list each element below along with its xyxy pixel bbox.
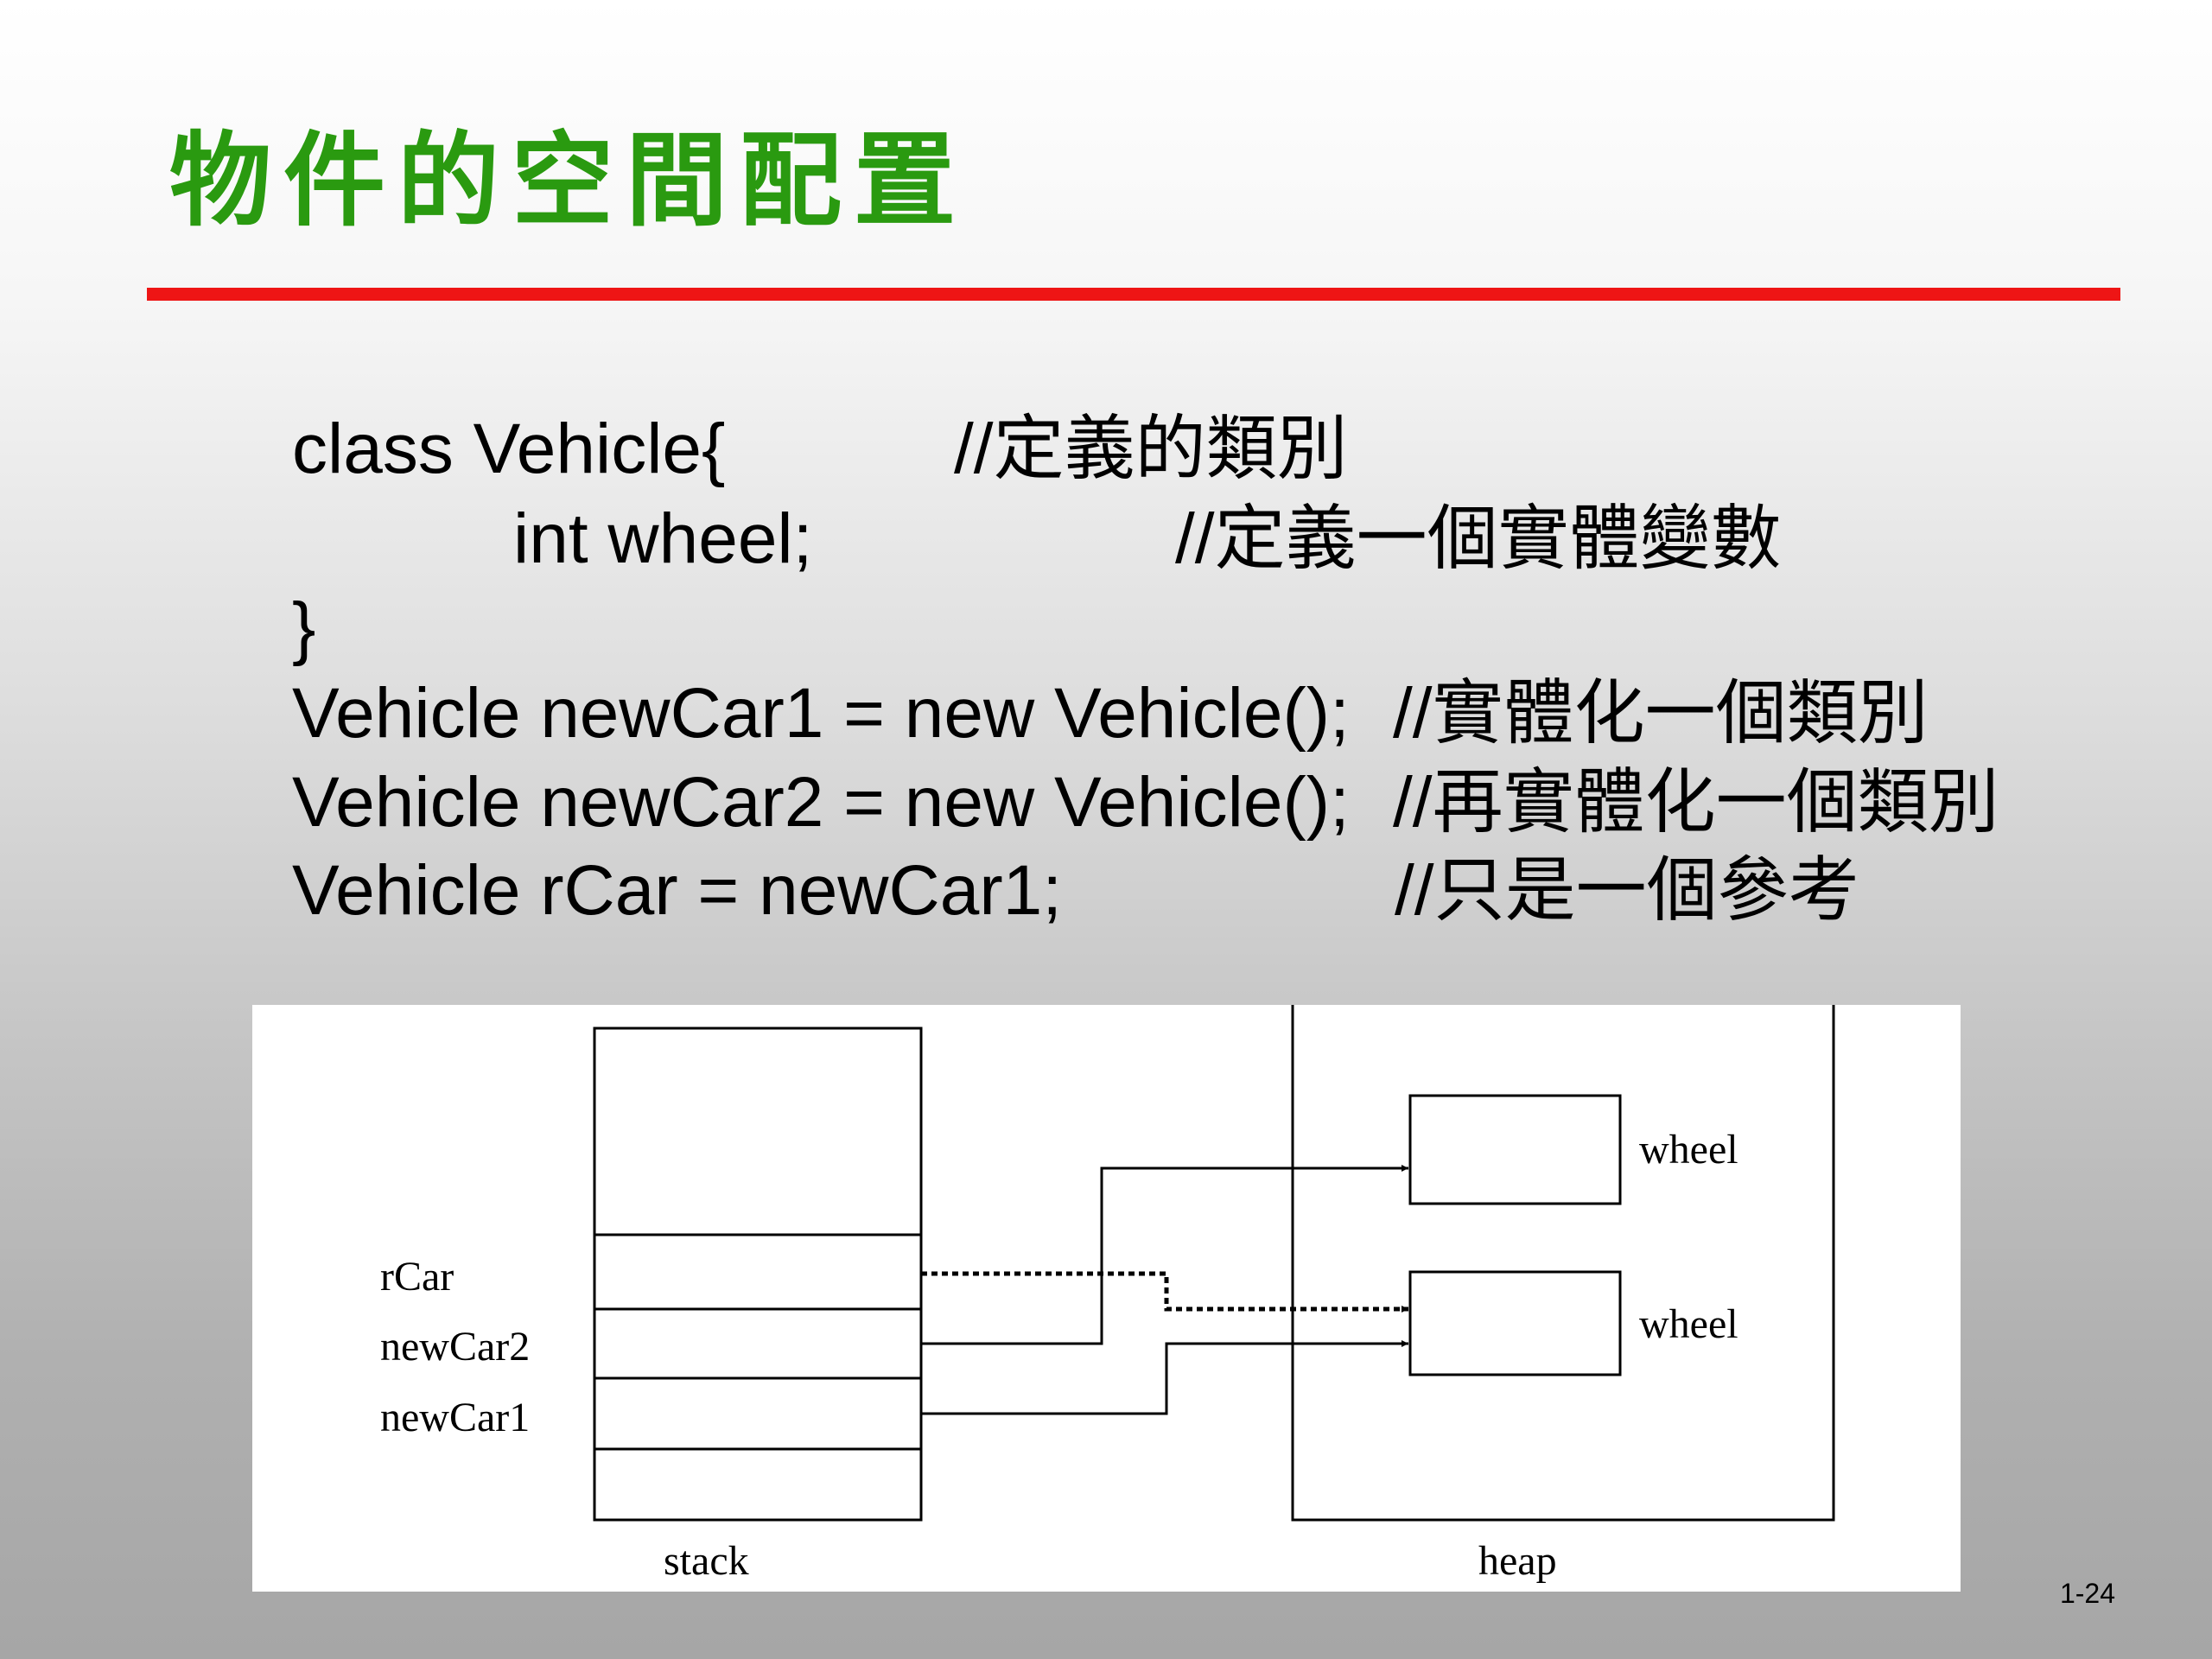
newcar1-reference-arrow bbox=[921, 1340, 1408, 1415]
stack-box bbox=[593, 1027, 923, 1522]
code-comment-newcar1: //實體化一個類別 bbox=[1393, 674, 1929, 753]
stack-variable-label-newcar1: newCar1 bbox=[380, 1395, 530, 1440]
heap-label: heap bbox=[1478, 1538, 1557, 1584]
code-line-rcar: Vehicle rCar = newCar1; bbox=[292, 851, 1063, 930]
stack-variable-label-newcar2: newCar2 bbox=[380, 1324, 530, 1370]
heap-frame bbox=[1291, 1005, 1835, 1522]
page-number: 1-24 bbox=[2059, 1578, 2115, 1609]
slide-title: 物件的空間配置 bbox=[169, 120, 969, 240]
stack-variable-label-rcar: rCar bbox=[380, 1254, 454, 1300]
heap-object-box-2 bbox=[1408, 1270, 1622, 1376]
code-comment-class-declaration: //定義的類別 bbox=[954, 410, 1348, 488]
rcar-reference-arrow bbox=[921, 1271, 1408, 1313]
newcar2-reference-arrow bbox=[921, 1165, 1408, 1345]
heap-object-field-label-1: wheel bbox=[1639, 1127, 1738, 1173]
heap-object-field-label-2: wheel bbox=[1639, 1301, 1738, 1347]
stack-frame bbox=[593, 1027, 923, 1522]
memory-diagram: wheel wheel rCar newCar2 newCar1 stack h… bbox=[252, 1005, 1961, 1592]
code-line-class-declaration: class Vehicle{ bbox=[292, 410, 726, 488]
title-underline bbox=[147, 288, 2120, 301]
code-line-newcar2: Vehicle newCar2 = new Vehicle(); bbox=[292, 763, 1350, 842]
code-block: class Vehicle{ //定義的類別 int wheel; //定義一個… bbox=[292, 410, 1999, 930]
code-line-closing-brace: } bbox=[292, 588, 316, 667]
code-line-field-declaration: int wheel; bbox=[513, 499, 813, 578]
code-comment-newcar2: //再實體化一個類別 bbox=[1393, 763, 1999, 842]
memory-diagram-svg: wheel wheel rCar newCar2 newCar1 stack h… bbox=[380, 1005, 1835, 1584]
heap-object-box-1 bbox=[1408, 1094, 1622, 1205]
code-line-newcar1: Vehicle newCar1 = new Vehicle(); bbox=[292, 674, 1350, 753]
code-comment-rcar: //只是一個參考 bbox=[1395, 851, 1859, 930]
stack-label: stack bbox=[664, 1538, 749, 1584]
code-comment-field-declaration: //定義一個實體變數 bbox=[1175, 499, 1782, 578]
